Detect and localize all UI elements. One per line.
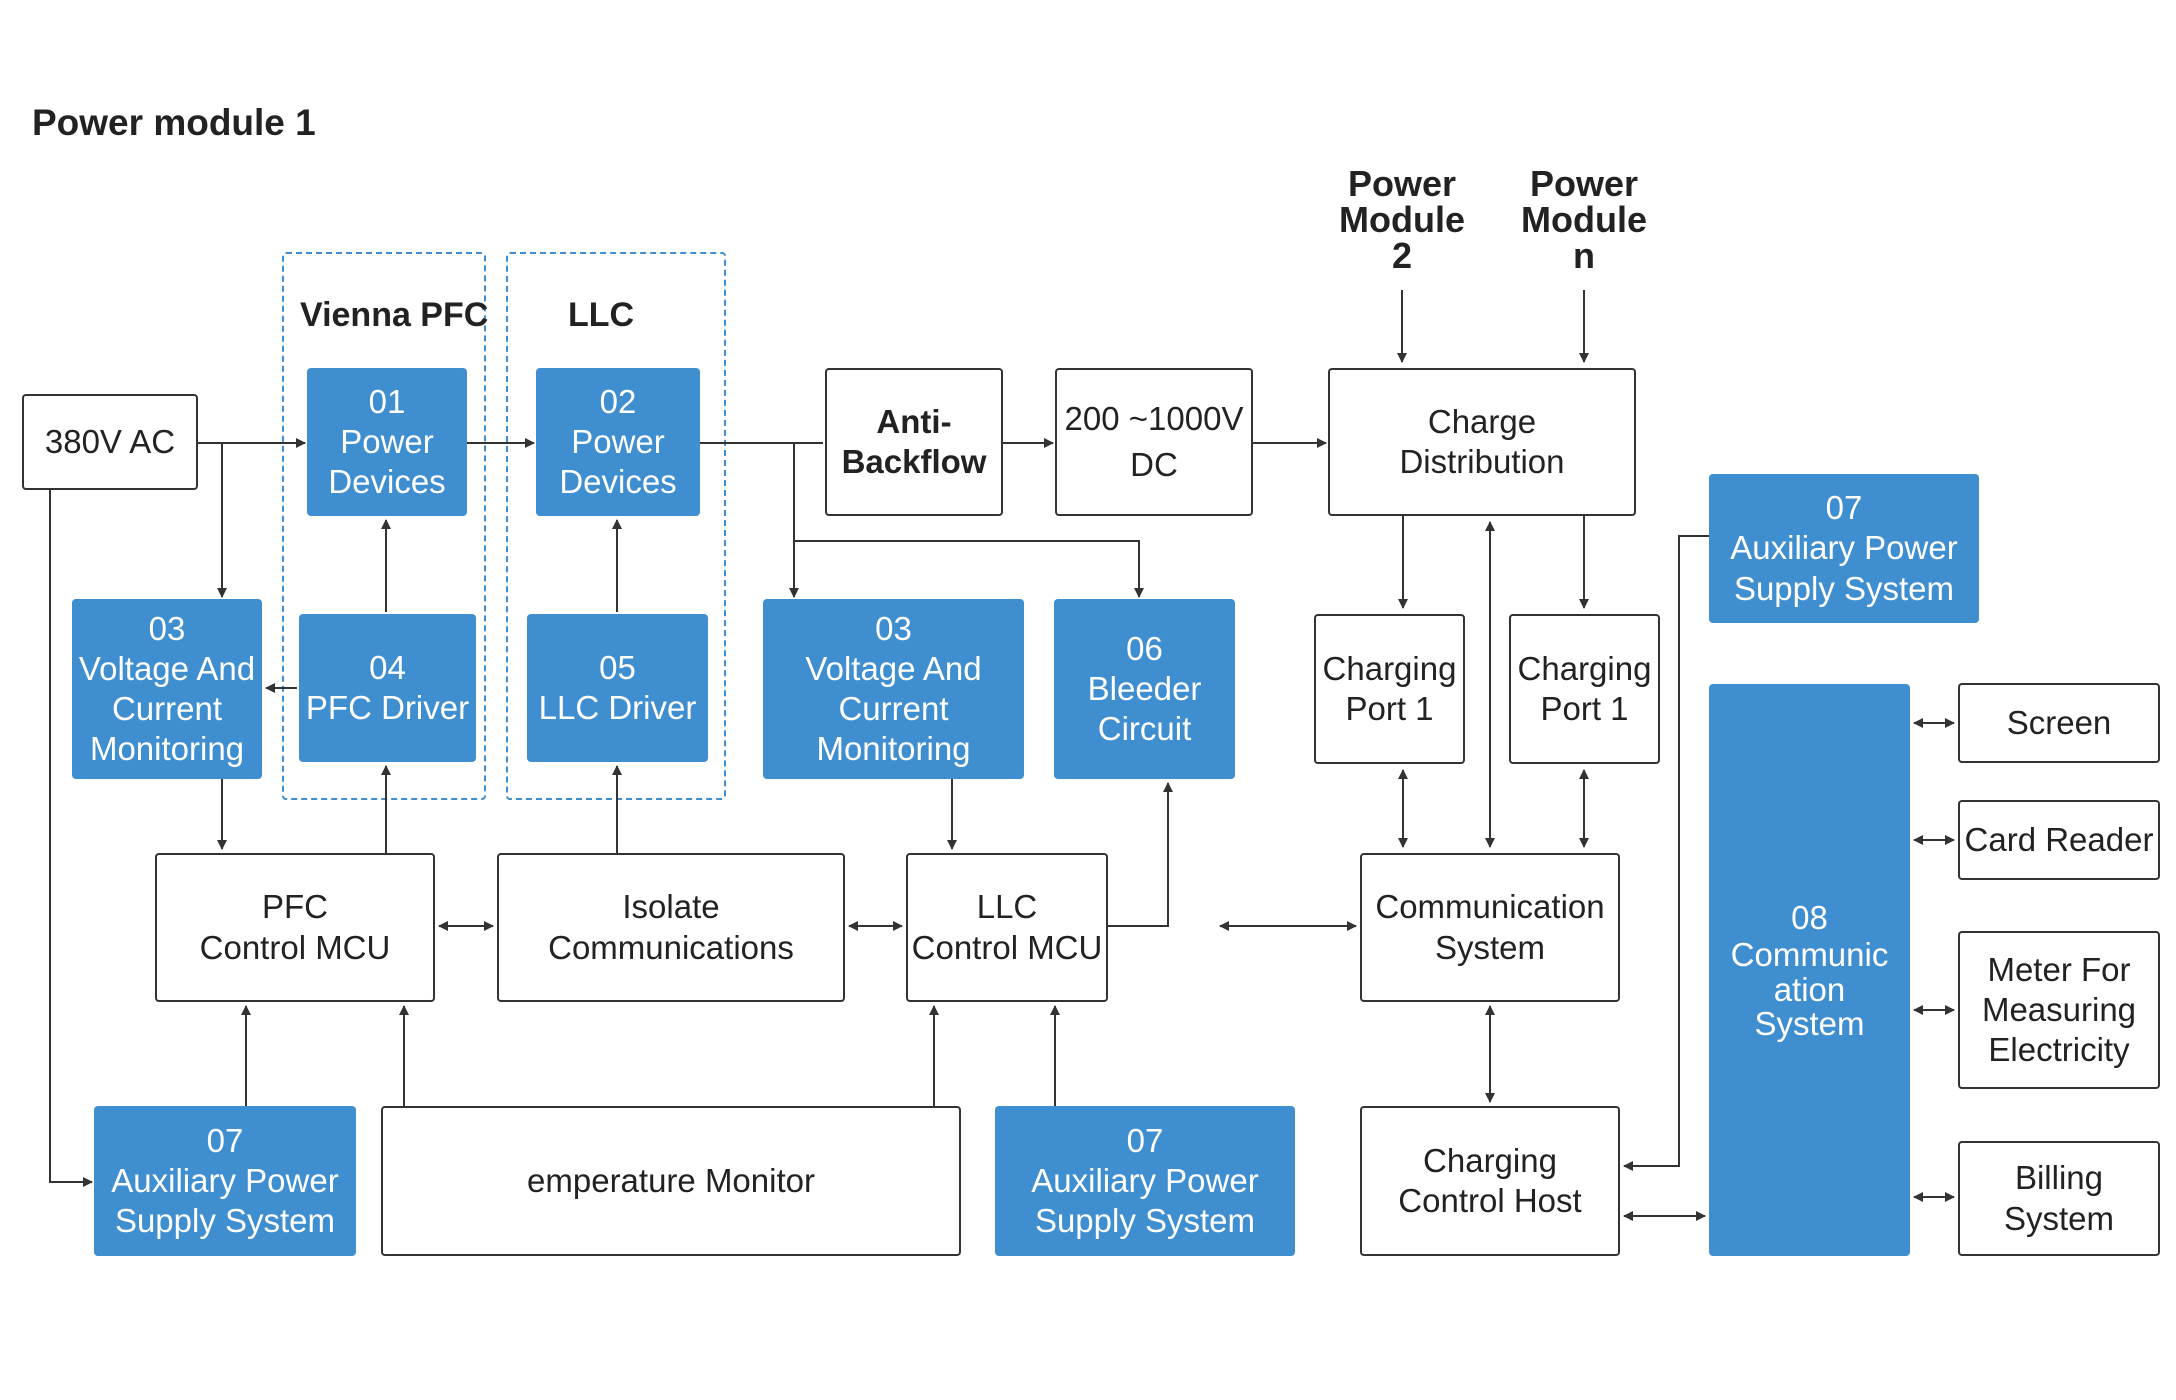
input-380v-ac-block: 380V AC bbox=[22, 394, 198, 490]
llc-driver-block: 05 LLC Driver bbox=[527, 614, 708, 762]
pfc-control-mcu-label: PFC Control MCU bbox=[199, 888, 391, 966]
pfc-power-devices-number: 01 bbox=[368, 382, 406, 420]
charging-control-host-label: Charging Control Host bbox=[1398, 1141, 1582, 1219]
aux-top-number: 07 bbox=[1825, 489, 1863, 527]
screen-label: Screen bbox=[2006, 703, 2112, 741]
pfc-control-mcu-block: PFC Control MCU bbox=[155, 853, 435, 1002]
anti-backflow-label: Anti- Backflow bbox=[841, 402, 987, 480]
pfc-driver-label: PFC Driver bbox=[305, 689, 470, 726]
isolate-communications-block: Isolate Communications bbox=[497, 853, 845, 1002]
vcm-left-label: Voltage And Current Monitoring bbox=[78, 649, 256, 768]
isolate-communications-label: Isolate Communications bbox=[548, 888, 794, 966]
vcm-mid-number: 03 bbox=[875, 609, 912, 647]
anti-backflow-block: Anti- Backflow bbox=[825, 368, 1003, 516]
charging-port-a-label: Charging Port 1 bbox=[1322, 649, 1457, 727]
vcm-mid-label: Voltage And Current Monitoring bbox=[805, 649, 982, 768]
vcm-left-number: 03 bbox=[148, 609, 186, 647]
electricity-meter-label: Meter For Measuring Electricity bbox=[1981, 950, 2137, 1069]
bleeder-circuit-block: 06 Bleeder Circuit bbox=[1054, 599, 1235, 779]
temperature-monitor-block: emperature Monitor bbox=[381, 1106, 961, 1256]
llc-power-devices-block: 02 Power Devices bbox=[536, 368, 700, 516]
aux-mid-label: Auxiliary Power Supply System bbox=[1031, 1161, 1259, 1240]
charging-port-a-block: Charging Port 1 bbox=[1314, 614, 1465, 764]
llc-control-mcu-block: LLC Control MCU bbox=[906, 853, 1108, 1002]
aux-left-label: Auxiliary Power Supply System bbox=[111, 1161, 339, 1240]
bleeder-circuit-number: 06 bbox=[1126, 629, 1163, 667]
voltage-current-monitoring-left-block: 03 Voltage And Current Monitoring bbox=[72, 599, 262, 779]
power-module-2-label: Power Module 2 bbox=[1339, 163, 1465, 276]
charging-port-b-block: Charging Port 1 bbox=[1509, 614, 1660, 764]
aux-mid-number: 07 bbox=[1126, 1121, 1164, 1159]
dc-output-block: 200 ~1000V DC bbox=[1055, 368, 1253, 516]
aux-top-label: Auxiliary Power Supply System bbox=[1730, 529, 1958, 607]
charging-control-host-block: Charging Control Host bbox=[1360, 1106, 1620, 1256]
charging-port-b-label: Charging Port 1 bbox=[1517, 649, 1652, 727]
llc-driver-number: 05 bbox=[599, 648, 636, 686]
aux-left-number: 07 bbox=[206, 1121, 244, 1159]
connector-llc-mcu-to-bleeder bbox=[1108, 782, 1173, 927]
diagram-title: Power module 1 bbox=[32, 102, 316, 143]
vienna-pfc-group-title: Vienna PFC bbox=[300, 296, 489, 334]
charge-distribution-label: Charge Distribution bbox=[1399, 402, 1565, 480]
comm08-number: 08 bbox=[1791, 898, 1828, 936]
connector-ac-to-aux-left bbox=[49, 490, 93, 1187]
communication-system-block: Communication System bbox=[1360, 853, 1620, 1002]
bleeder-circuit-label: Bleeder Circuit bbox=[1087, 669, 1202, 748]
pfc-driver-number: 04 bbox=[369, 648, 406, 686]
llc-power-devices-label: Power Devices bbox=[559, 422, 677, 501]
charge-distribution-block: Charge Distribution bbox=[1328, 368, 1636, 516]
temperature-monitor-label: emperature Monitor bbox=[527, 1161, 815, 1199]
billing-system-label: Billing System bbox=[2003, 1159, 2115, 1237]
voltage-current-monitoring-mid-block: 03 Voltage And Current Monitoring bbox=[763, 599, 1024, 779]
power-module-n-label: Power Module n bbox=[1521, 163, 1647, 276]
dc-output-label: 200 ~1000V DC bbox=[1064, 399, 1244, 483]
connector-to-bleeder bbox=[794, 540, 1144, 598]
card-reader-block: Card Reader bbox=[1958, 800, 2160, 880]
electricity-meter-block: Meter For Measuring Electricity bbox=[1958, 931, 2160, 1089]
screen-block: Screen bbox=[1958, 683, 2160, 763]
communication-system-label: Communication System bbox=[1375, 888, 1605, 966]
llc-control-mcu-label: LLC Control MCU bbox=[911, 888, 1103, 966]
auxiliary-power-top-block: 07 Auxiliary Power Supply System bbox=[1709, 474, 1979, 623]
auxiliary-power-left-block: 07 Auxiliary Power Supply System bbox=[94, 1106, 356, 1256]
llc-driver-label: LLC Driver bbox=[538, 689, 697, 726]
billing-system-block: Billing System bbox=[1958, 1141, 2160, 1256]
pfc-power-devices-block: 01 Power Devices bbox=[307, 368, 467, 516]
llc-power-devices-number: 02 bbox=[599, 382, 637, 420]
auxiliary-power-mid-block: 07 Auxiliary Power Supply System bbox=[995, 1106, 1295, 1256]
vienna-pfc-group-frame bbox=[282, 252, 486, 800]
input-380v-ac-label: 380V AC bbox=[44, 422, 176, 460]
pfc-power-devices-label: Power Devices bbox=[328, 422, 446, 501]
pfc-driver-block: 04 PFC Driver bbox=[299, 614, 476, 762]
comm08-label: Communic ation System bbox=[1730, 936, 1889, 1043]
communication-system-08-block: 08 Communic ation System bbox=[1709, 684, 1910, 1256]
llc-group-title: LLC bbox=[568, 296, 635, 334]
card-reader-label: Card Reader bbox=[1964, 820, 2154, 858]
